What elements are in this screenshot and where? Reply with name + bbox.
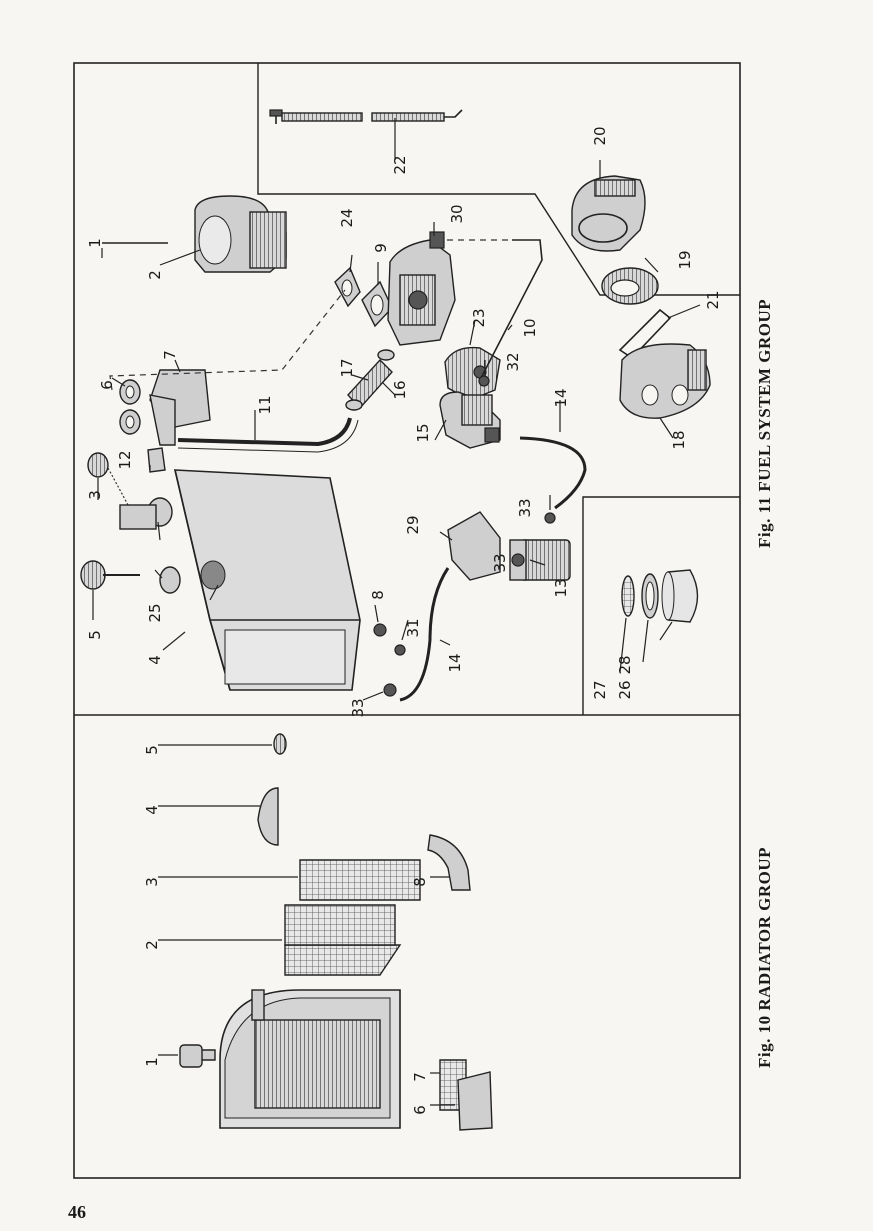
callout-33: 33 <box>349 698 367 717</box>
fig10-radiator-diagram <box>158 734 492 1130</box>
callout-30: 30 <box>448 204 466 223</box>
washer-part <box>160 567 180 593</box>
drain-tap-part <box>274 734 286 754</box>
bracket-part <box>150 370 210 445</box>
callout-9: 9 <box>372 243 390 253</box>
callout-31: 31 <box>404 618 422 637</box>
callout-22: 22 <box>391 155 409 174</box>
radiator-support-part <box>458 1072 492 1130</box>
union-33b-part <box>384 684 396 696</box>
callout-16: 16 <box>391 380 409 399</box>
callout-10: 10 <box>521 318 539 337</box>
callout-19: 19 <box>676 250 694 269</box>
callout-17: 17 <box>338 358 356 377</box>
air-cleaner-cover-part <box>620 344 710 418</box>
callout-8: 8 <box>369 590 387 600</box>
callout-23: 23 <box>470 308 488 327</box>
fuel-tap-part <box>510 540 570 580</box>
callout-6: 6 <box>411 1105 429 1115</box>
callout-33: 33 <box>516 498 534 517</box>
callout-11: 11 <box>256 395 274 414</box>
page-number: 46 <box>68 1202 86 1223</box>
callout-8: 8 <box>411 877 429 887</box>
callout-18: 18 <box>670 430 688 449</box>
callout-15: 15 <box>414 423 432 442</box>
radiator-part <box>180 990 400 1128</box>
top-hose-part <box>258 788 278 845</box>
callout-21: 21 <box>704 290 722 309</box>
fig11-fuel-system-diagram <box>81 110 710 700</box>
callout-20: 20 <box>591 126 609 145</box>
grille-lower-part <box>285 945 400 975</box>
fuel-gauge-part <box>81 561 140 589</box>
choke-wire-part <box>270 110 462 124</box>
bottom-hose-part <box>428 835 470 890</box>
callout-14: 14 <box>552 388 570 407</box>
callout-3: 3 <box>86 490 104 500</box>
callout-24: 24 <box>338 208 356 227</box>
union-31-part <box>395 645 405 655</box>
float-chamber-part <box>102 196 286 272</box>
callout-25: 25 <box>146 603 164 622</box>
carburettor-part <box>388 232 455 345</box>
grille-part <box>285 905 395 945</box>
fig10-caption: Fig. 10 RADIATOR GROUP <box>755 847 774 1068</box>
callout-2: 2 <box>146 270 164 280</box>
callout-32: 32 <box>504 352 522 371</box>
callout-13: 13 <box>552 578 570 597</box>
callout-26: 26 <box>616 680 634 699</box>
callout-6: 6 <box>98 380 116 390</box>
callout-2: 2 <box>143 940 161 950</box>
callout-27: 27 <box>591 680 609 699</box>
callout-7: 7 <box>411 1072 429 1082</box>
callout-7: 7 <box>161 350 179 360</box>
callout-4: 4 <box>146 655 164 665</box>
inset-box-22 <box>258 63 740 295</box>
fig11-caption: Fig. 11 FUEL SYSTEM GROUP <box>755 299 774 548</box>
union-part <box>479 376 489 386</box>
union-8-part <box>374 624 386 636</box>
callout-1: 1 <box>143 1057 161 1067</box>
callout-14: 14 <box>446 653 464 672</box>
callout-29: 29 <box>404 515 422 534</box>
callout-4: 4 <box>143 805 161 815</box>
callout-5: 5 <box>143 745 161 755</box>
callout-5: 5 <box>86 630 104 640</box>
callout-3: 3 <box>143 877 161 887</box>
mesh-panel-part <box>300 860 420 900</box>
callout-28: 28 <box>616 655 634 674</box>
dome-cap-assembly-part <box>622 570 698 622</box>
union-33a-part <box>545 513 555 523</box>
sediment-bowl-part <box>440 392 500 448</box>
callout-12: 12 <box>116 450 134 469</box>
filter-element-part <box>602 268 658 304</box>
flexible-pipe-upper-part <box>520 438 585 508</box>
gasket-part <box>335 268 360 306</box>
callout-1: 1 <box>86 238 104 248</box>
filler-cap-washers-part <box>120 380 140 434</box>
callout-33: 33 <box>491 553 509 572</box>
air-cleaner-body-part <box>572 176 645 251</box>
